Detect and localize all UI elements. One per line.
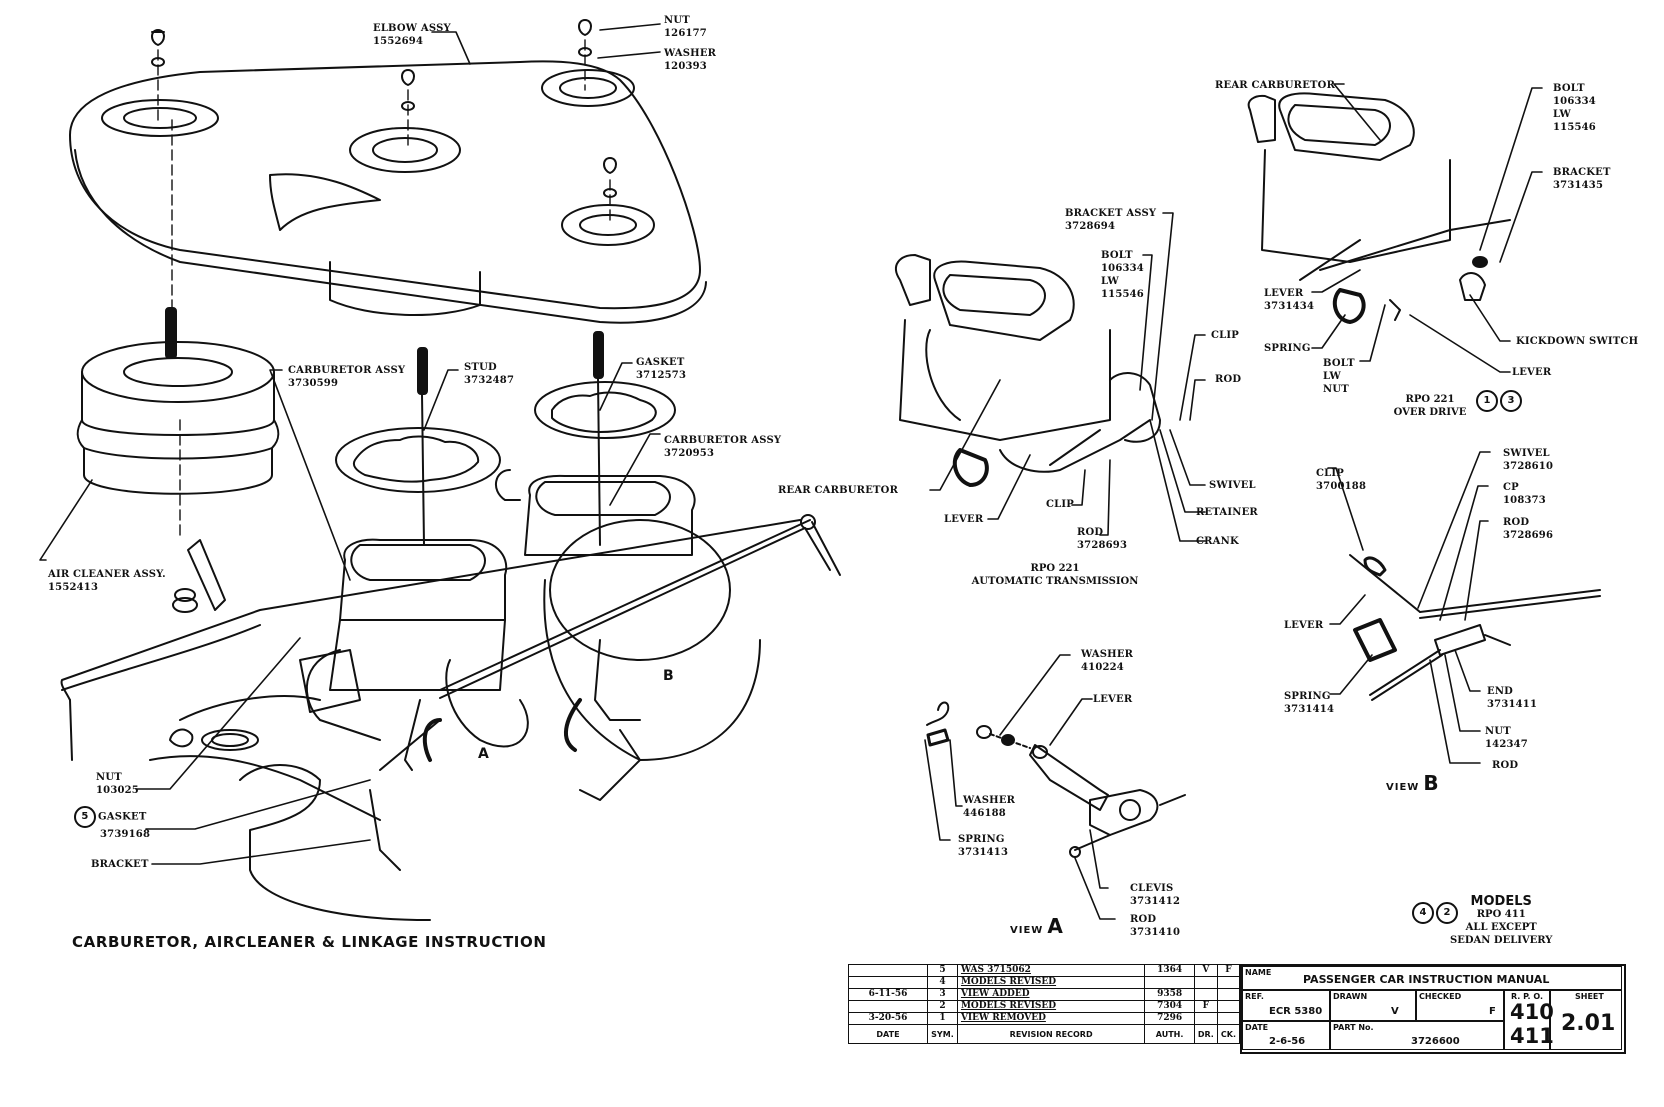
callout-lever-view-b: LEVER xyxy=(1284,620,1324,631)
rpo-cell: R. P. O. 410 411 xyxy=(1504,990,1554,1050)
marker-circle: 4 xyxy=(1412,902,1434,924)
centerlines xyxy=(157,39,611,541)
table-header-row: DATE SYM. REVISION RECORD AUTH. DR. CK. xyxy=(848,1024,1241,1044)
callout-rod-auto-top: ROD xyxy=(1215,374,1242,385)
leader-lines-right xyxy=(924,83,1543,920)
callout-bracket: BRACKET xyxy=(91,859,149,870)
callout-retainer-auto: RETAINER xyxy=(1196,507,1258,518)
marker-circle: 2 xyxy=(1436,902,1458,924)
callout-rear-carburetor-od: REAR CARBURETOR xyxy=(1215,80,1336,91)
callout-spring-od: SPRING xyxy=(1264,343,1311,354)
carburetors-drawing xyxy=(306,469,761,771)
figure-letter-b: B xyxy=(663,668,674,684)
callout-clip-auto: CLIP xyxy=(1046,499,1074,510)
marker-circle: 1 xyxy=(1476,390,1498,412)
gaskets xyxy=(335,381,676,493)
callout-swivel-auto: SWIVEL xyxy=(1209,480,1256,491)
table-row: 3-20-56 1 VIEW REMOVED 7296 xyxy=(848,1012,1241,1025)
view-b-drawing xyxy=(1349,554,1601,701)
callout-kickdown-switch: KICKDOWN SWITCH xyxy=(1516,336,1639,347)
air-cleaner-drawing xyxy=(76,341,280,613)
models-line: ALL EXCEPT xyxy=(1465,922,1537,933)
models-line: SEDAN DELIVERY xyxy=(1450,935,1553,946)
name-cell: NAME PASSENGER CAR INSTRUCTION MANUAL xyxy=(1242,966,1622,990)
table-row: 6-11-56 3 VIEW ADDED 9358 xyxy=(848,988,1241,1001)
date-cell: DATE 2-6-56 xyxy=(1242,1021,1330,1050)
callout-crank-auto: CRANK xyxy=(1196,536,1239,547)
callout-rod-view-b: ROD xyxy=(1492,760,1519,771)
overdrive-carb-drawing xyxy=(1247,92,1511,324)
models-line: RPO 411 xyxy=(1476,909,1526,920)
table-row: 5 WAS 3715062 1364 V F xyxy=(848,964,1241,977)
drawing-title: CARBURETOR, AIRCLEANER & LINKAGE INSTRUC… xyxy=(72,933,547,951)
drawn-cell: DRAWN V xyxy=(1330,990,1416,1021)
elbow-assy-drawing xyxy=(69,60,707,324)
manual-name: PASSENGER CAR INSTRUCTION MANUAL xyxy=(1303,973,1550,986)
marker-circle: 5 xyxy=(74,806,96,828)
intake-manifold-drawing xyxy=(60,519,801,921)
table-row: 2 MODELS REVISED 7304 F xyxy=(848,1000,1241,1013)
linkage-drawing xyxy=(369,514,841,871)
table-row: 4 MODELS REVISED xyxy=(848,976,1241,989)
callout-clip-auto-top: CLIP xyxy=(1211,330,1239,341)
sheet-cell: SHEET 2.01 xyxy=(1550,990,1622,1050)
models-note: MODELS RPO 411 ALL EXCEPT SEDAN DELIVERY xyxy=(1450,895,1552,947)
callout-lever-view-a: LEVER xyxy=(1093,694,1133,705)
checked-cell: CHECKED F xyxy=(1416,990,1504,1021)
marker-circle: 3 xyxy=(1500,390,1522,412)
leader-lines-main xyxy=(39,23,661,865)
callout-air-cleaner-assy: AIR CLEANER ASSY.1552413 xyxy=(48,569,166,593)
figure-letter-a: A xyxy=(478,746,489,762)
title-block: NAME PASSENGER CAR INSTRUCTION MANUAL RE… xyxy=(1240,964,1626,1054)
models-heading: MODELS xyxy=(1470,894,1532,909)
revision-record-table: 5 WAS 3715062 1364 V F 4 MODELS REVISED … xyxy=(848,964,1241,1044)
ref-cell: REF. ECR 5380 xyxy=(1242,990,1330,1021)
part-number-cell: PART No. 3726600 xyxy=(1330,1021,1504,1050)
callout-rear-carburetor-auto: REAR CARBURETOR xyxy=(778,485,899,496)
sheet-number: 2.01 xyxy=(1561,1011,1616,1036)
callout-lever-auto: LEVER xyxy=(944,514,984,525)
callout-lever-od-2: LEVER xyxy=(1512,367,1552,378)
